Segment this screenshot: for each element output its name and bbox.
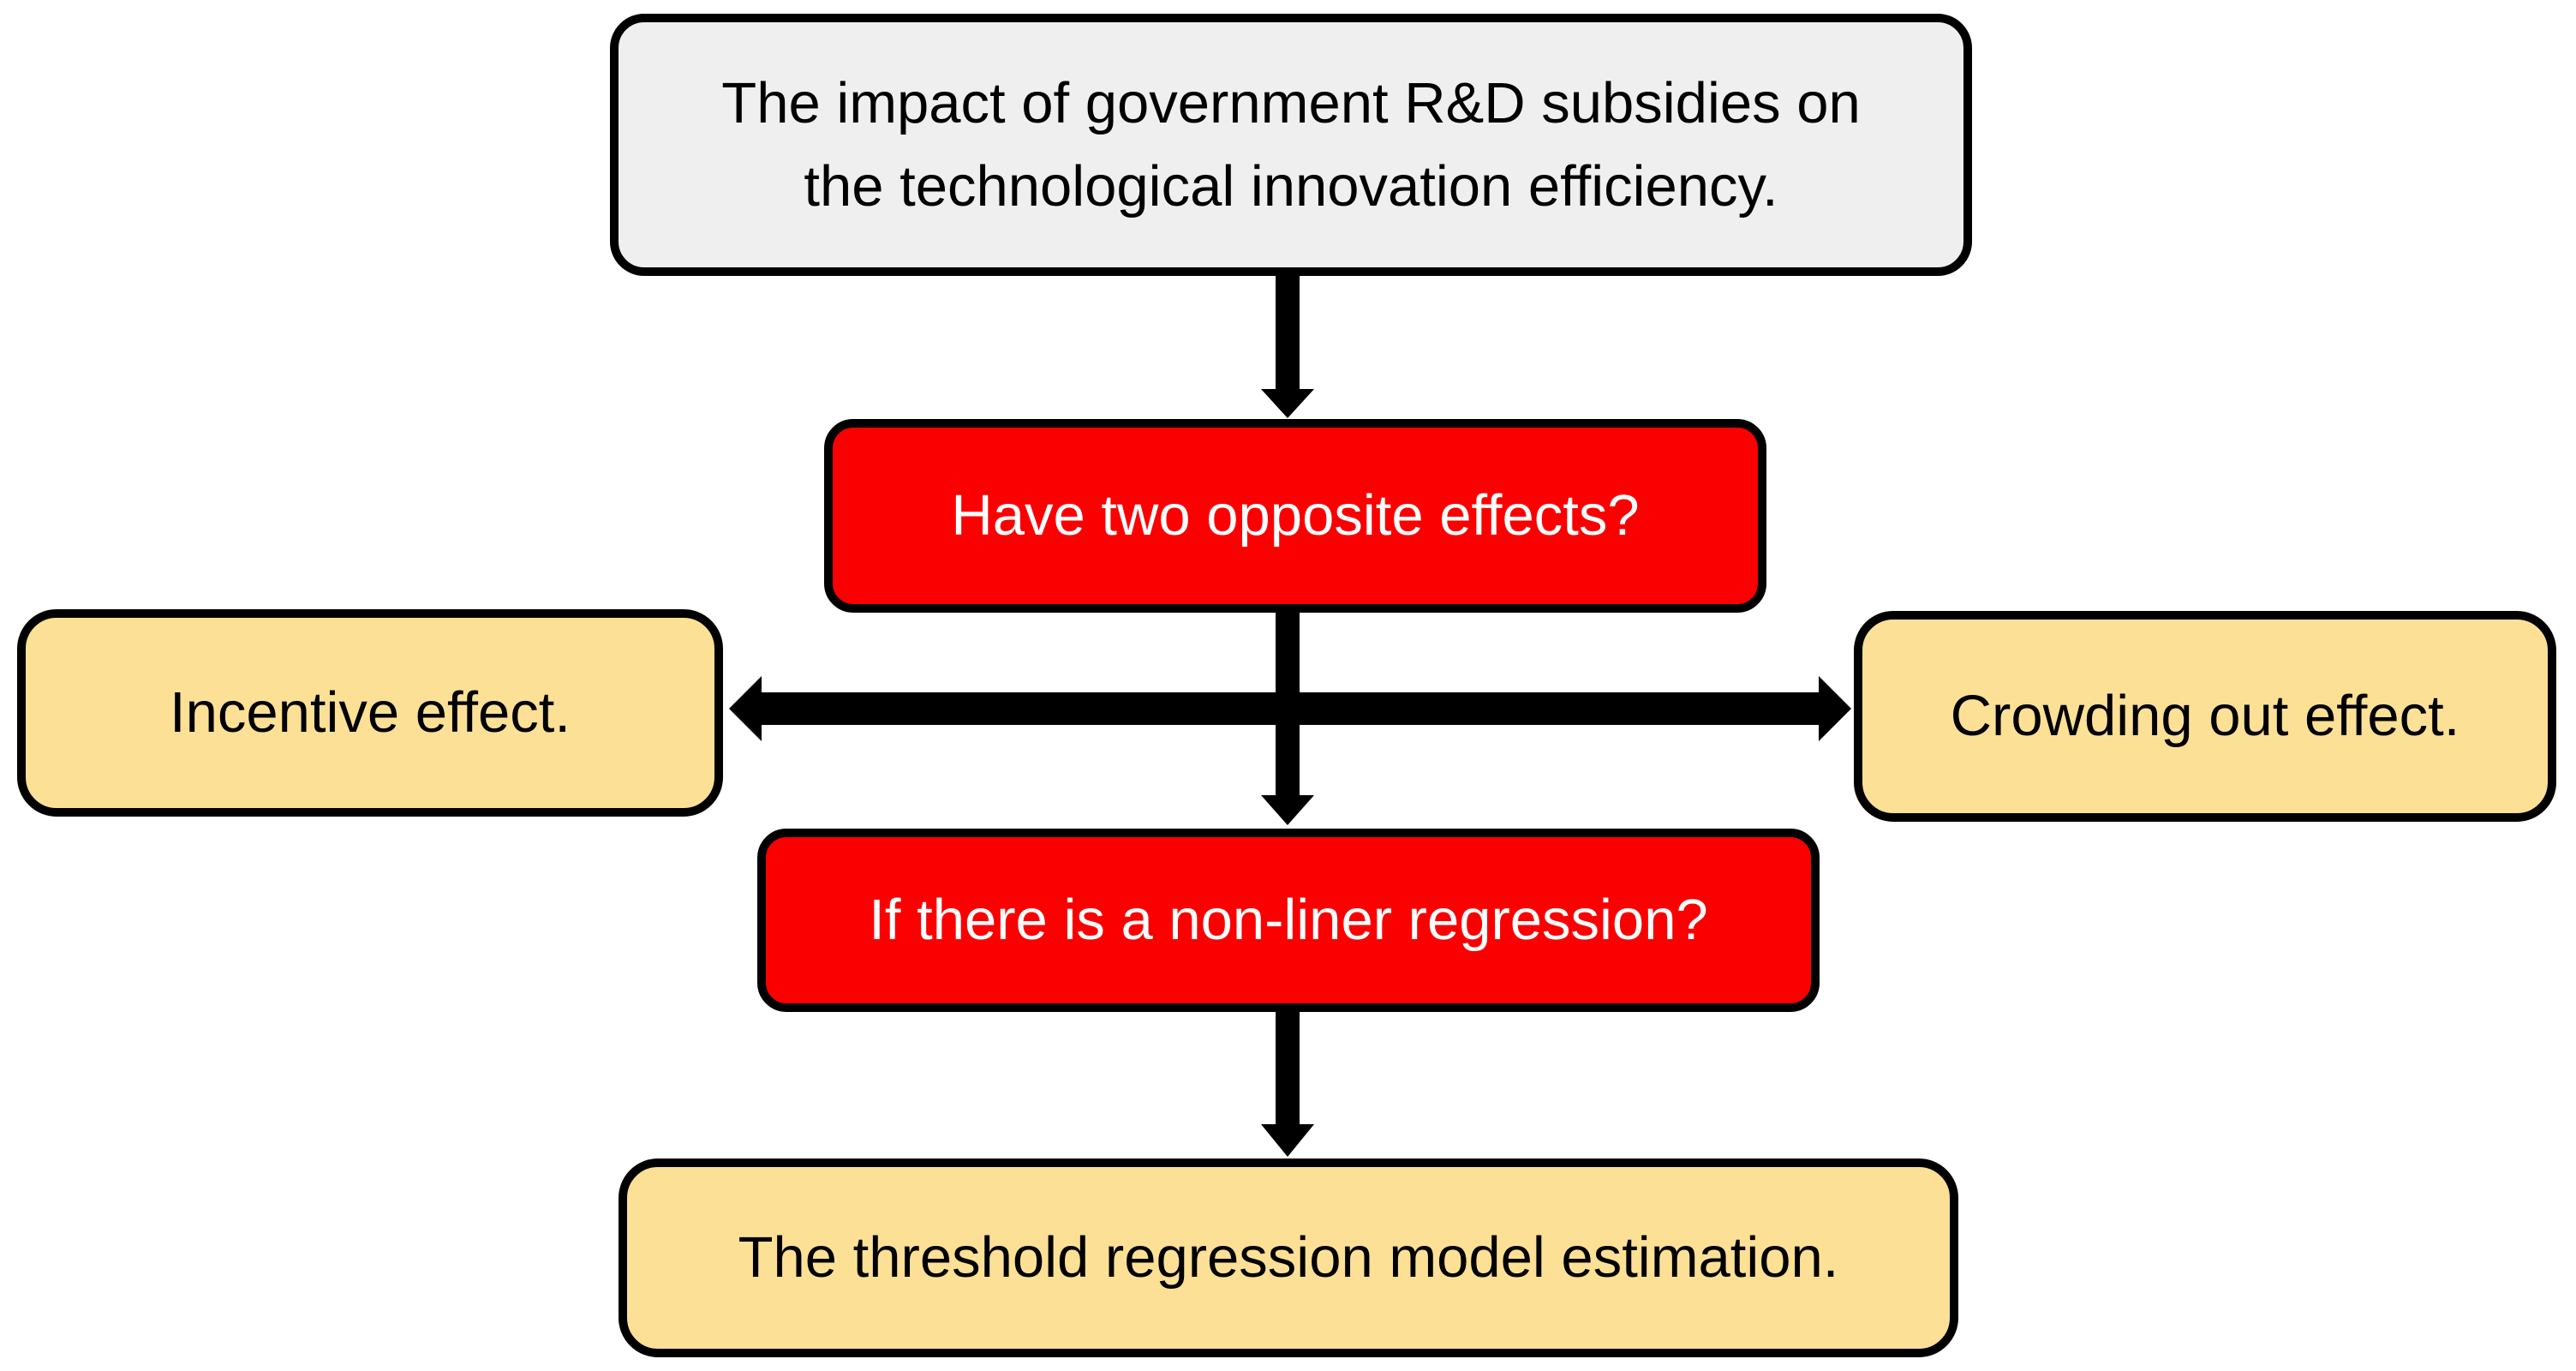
question1-box: Have two opposite effects? — [824, 419, 1766, 613]
arrow-down-topic-to-question1-icon — [1261, 274, 1314, 418]
arrow-down-question1-to-question2-icon — [1261, 611, 1314, 825]
topic-box: The impact of government R&D subsidies o… — [610, 14, 1972, 276]
arrow-double-horizontal-effects-icon — [729, 676, 1851, 741]
arrow-down-question2-to-conclusion-icon — [1261, 1010, 1314, 1157]
crowding-out-effect-box: Crowding out effect. — [1854, 611, 2556, 822]
conclusion-box: The threshold regression model estimatio… — [619, 1158, 1958, 1357]
incentive-effect-box: Incentive effect. — [17, 609, 723, 817]
question2-box: If there is a non-liner regression? — [757, 829, 1820, 1012]
